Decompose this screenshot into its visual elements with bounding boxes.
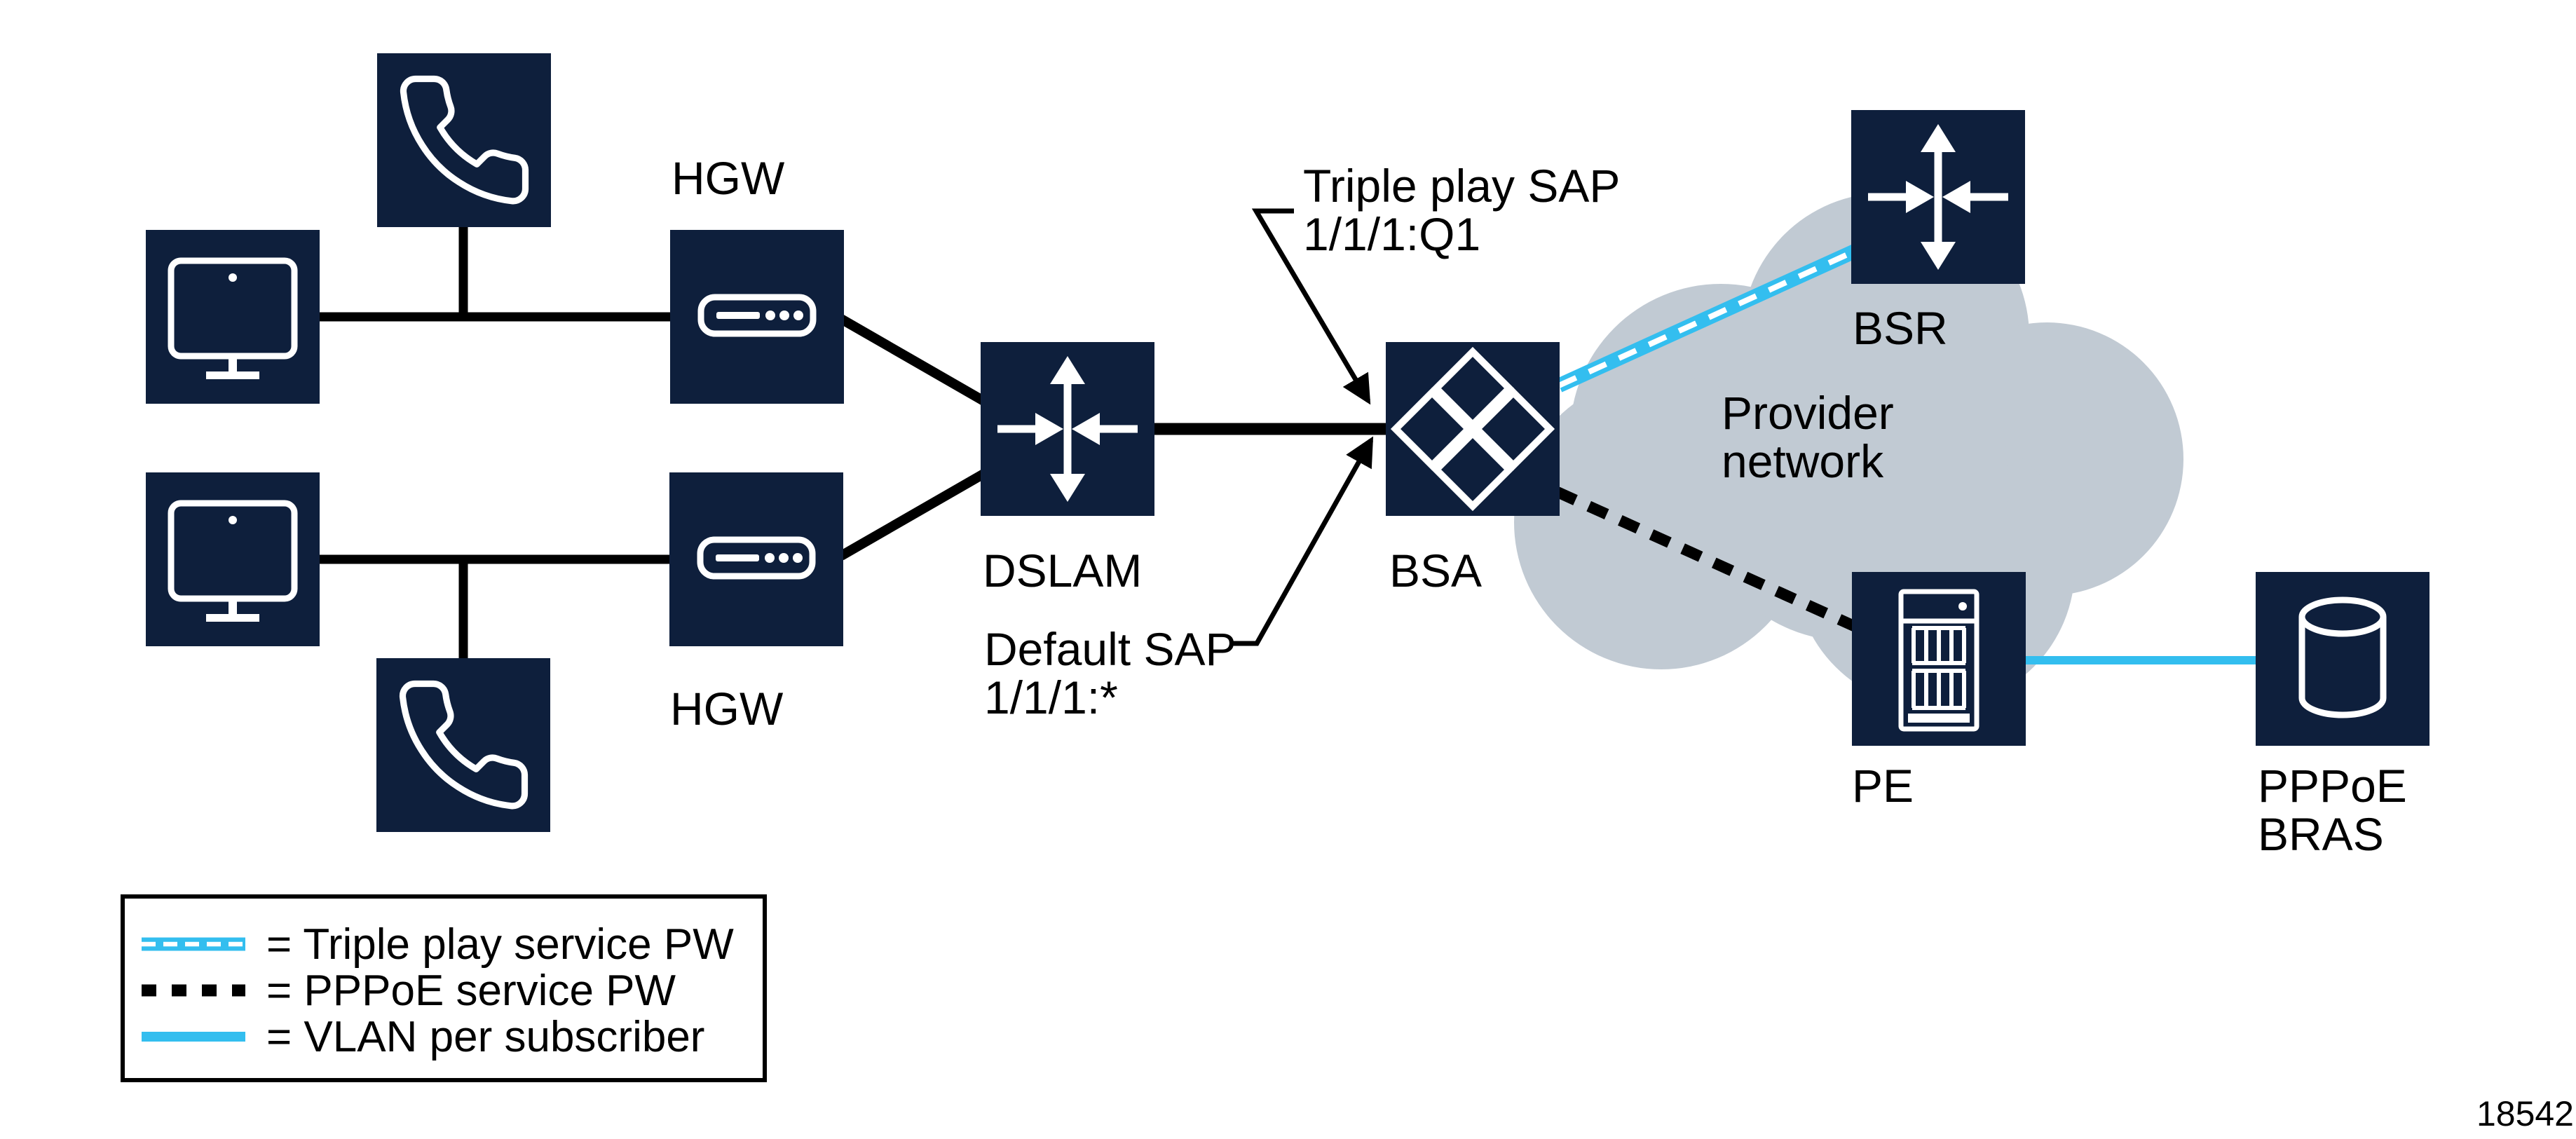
- figure-number: 18542: [2476, 1094, 2574, 1133]
- triple-play-sap-annotation: Triple play SAP 1/1/1:Q1: [1303, 162, 1620, 259]
- pppoe-bras-label-line2: BRAS: [2258, 808, 2384, 860]
- triple-play-sap-line2: 1/1/1:Q1: [1303, 208, 1481, 260]
- bsa-label-text: BSA: [1389, 545, 1483, 596]
- node-bsa: [1386, 342, 1560, 516]
- node-phone-top: [377, 53, 551, 227]
- legend-label-pppoe-pw: = PPPoE service PW: [266, 966, 676, 1015]
- triple-play-sap-line1: Triple play SAP: [1303, 160, 1621, 212]
- modem-icon: [697, 536, 816, 580]
- legend-row-pppoe-pw: = PPPoE service PW: [125, 966, 763, 1015]
- node-monitor-bottom: [146, 472, 320, 646]
- pe-label-text: PE: [1852, 760, 1914, 812]
- triple-play-pw-line: [1555, 240, 1868, 393]
- triple-play-sap-leader-arrow: [1251, 208, 1371, 405]
- router-icon: [997, 356, 1138, 502]
- default-sap-line1: Default SAP: [984, 623, 1236, 675]
- pppoe-bras-label: PPPoE BRAS: [2258, 762, 2407, 859]
- node-pe: [1852, 572, 2026, 746]
- node-dslam: [981, 342, 1154, 516]
- provider-network-line2: network: [1722, 435, 1884, 487]
- node-monitor-top: [146, 230, 320, 404]
- pe-label: PE: [1852, 762, 1914, 810]
- hgw-bottom-label: HGW: [670, 685, 783, 733]
- pppoe-pw-line-sample: [142, 984, 245, 997]
- node-hgw-bottom: [669, 472, 843, 646]
- phone-icon: [399, 680, 529, 810]
- legend-row-vlan: = VLAN per subscriber: [125, 1012, 763, 1061]
- pppoe-pw-line: [1555, 486, 1866, 636]
- hgw-top-label: HGW: [672, 154, 784, 203]
- hgw-bottom-label-text: HGW: [670, 683, 784, 735]
- pppoe-bras-label-line1: PPPoE: [2258, 760, 2407, 812]
- bsr-label: BSR: [1853, 304, 1948, 353]
- default-sap-leader-arrow: [1229, 436, 1374, 646]
- router-icon: [1868, 124, 2008, 270]
- default-sap-line2: 1/1/1:*: [984, 671, 1118, 723]
- provider-network-label: Provider network: [1722, 389, 1894, 486]
- node-pppoe-bras: [2256, 572, 2430, 746]
- hgw-top-label-text: HGW: [672, 152, 785, 204]
- node-bsr: [1851, 110, 2025, 284]
- modem-icon: [697, 294, 817, 337]
- legend-box: = Triple play service PW = PPPoE service…: [121, 894, 767, 1082]
- legend-label-vlan: = VLAN per subscriber: [266, 1012, 705, 1061]
- default-sap-annotation: Default SAP 1/1/1:*: [984, 625, 1236, 722]
- provider-network-line1: Provider: [1722, 387, 1894, 439]
- node-hgw-top: [670, 230, 844, 404]
- vlan-line-sample: [142, 1032, 245, 1042]
- monitor-icon: [168, 500, 298, 622]
- bsa-diamonds-icon: [1390, 346, 1555, 512]
- legend-label-triple-play-pw: = Triple play service PW: [266, 920, 734, 969]
- legend-row-triple-play-pw: = Triple play service PW: [125, 920, 763, 969]
- node-phone-bottom: [376, 658, 550, 832]
- dslam-label-text: DSLAM: [983, 545, 1143, 596]
- hgw-top-to-dslam-line: [838, 314, 993, 409]
- dslam-label: DSLAM: [983, 547, 1142, 595]
- server-icon: [1898, 589, 1979, 732]
- bsa-label: BSA: [1389, 547, 1482, 595]
- triple-play-pw-line-sample: [142, 937, 245, 951]
- database-cylinder-icon: [2298, 596, 2387, 718]
- bsr-label-text: BSR: [1853, 302, 1948, 354]
- phone-icon: [400, 75, 529, 205]
- monitor-icon: [168, 257, 298, 379]
- hgw-bottom-to-dslam-line: [838, 465, 993, 561]
